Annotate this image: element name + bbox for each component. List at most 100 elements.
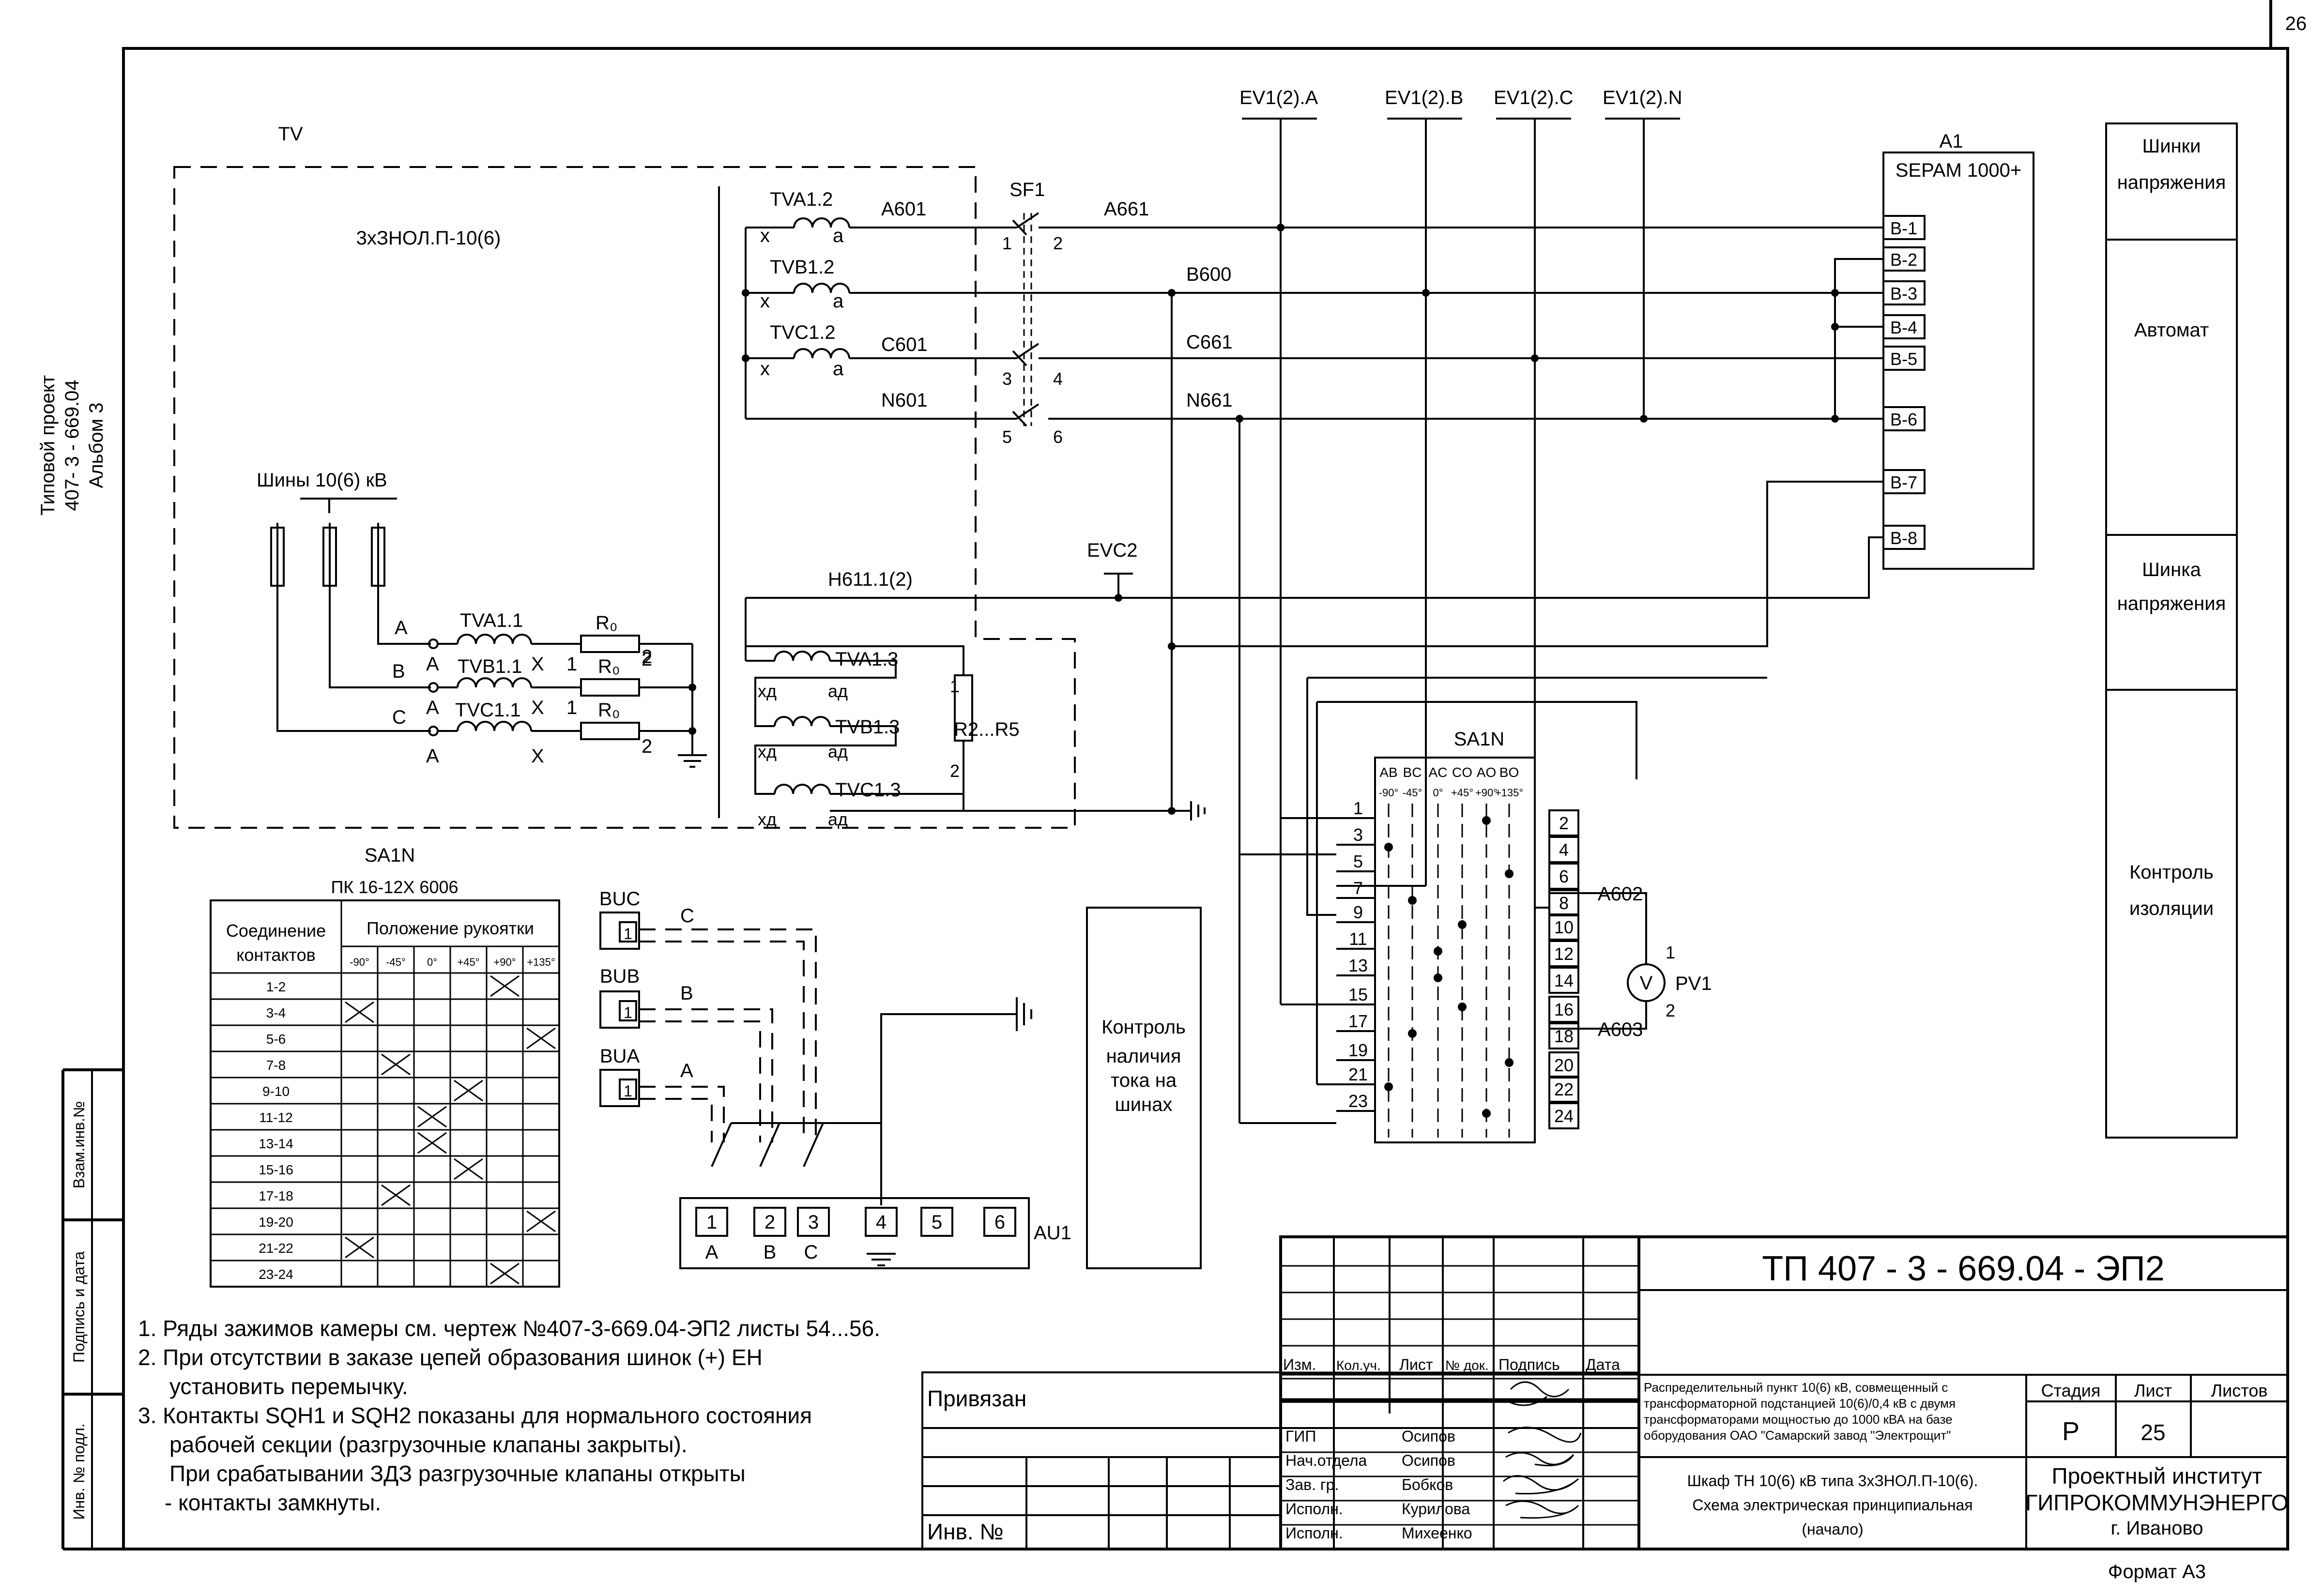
col-data: Дата (1586, 1356, 1620, 1373)
sa1n-angle-label: -90° (1379, 787, 1399, 799)
panel-cell1-l1: Шинки (2142, 136, 2201, 157)
sa1n-right-terminal (1548, 836, 1579, 863)
sa1n-right-pin: 20 (1554, 1055, 1574, 1075)
table-closed-mark (381, 1053, 411, 1076)
open-delta-windings: TVA1.3 TVB1.3 TVC1.3 xд aд xд aд xд aд R… (745, 598, 1206, 829)
stage-label: Стадия (2041, 1381, 2101, 1400)
sepam-terminal-label: B-8 (1890, 528, 1917, 548)
ev-n-label: EV1(2).N (1603, 87, 1682, 108)
format-label: Формат А3 (2108, 1561, 2206, 1582)
sa1n-right-pin: 10 (1554, 917, 1574, 937)
box-line2: наличия (1106, 1046, 1181, 1067)
table-angle: +135° (527, 956, 555, 968)
pv1-label: PV1 (1675, 973, 1712, 994)
sa1n-contact-dots (1384, 816, 1514, 1118)
bua-label: BUA (600, 1046, 640, 1067)
sa1n-angle-label: +45° (1451, 787, 1473, 799)
winding-b-label: TVB1.1 (458, 656, 522, 677)
sf1-breaker: SF1 1 2 3 4 5 6 (1002, 179, 1063, 447)
sa1n-contact-dot (1458, 920, 1467, 929)
row2-pin2: 2 (642, 646, 652, 668)
table-row-contacts: 19-20 (259, 1215, 293, 1230)
sepam-terminal-label: B-1 (1890, 218, 1917, 238)
sepam-terminals: B-1B-2B-3B-4B-5B-6B-7B-8 (1882, 215, 1926, 550)
desc-line2: трансформаторной подстанцией 10(6)/0,4 к… (1644, 1396, 1956, 1411)
evc2-label: EVC2 (1087, 540, 1138, 561)
sheet-number: 26 (2285, 13, 2307, 34)
r0-a-pin2: 2 (642, 649, 652, 670)
wire-a601: A601 (881, 198, 926, 220)
desc-line4: оборудования ОАО "Самарский завод "Элект… (1644, 1428, 1951, 1443)
project-line3: Альбом 3 (86, 403, 107, 488)
table-row-contacts: 17-18 (259, 1188, 293, 1203)
table-row-contacts: 9-10 (262, 1084, 290, 1099)
sheet-title-1: Шкаф ТН 10(6) кВ типа 3хЗНОЛ.П-10(6). (1687, 1472, 1978, 1490)
sf-pin-5: 5 (1002, 427, 1012, 447)
right-panel: Шинки напряжения Автомат Шинка напряжени… (2105, 122, 2238, 1139)
sa1n-contact-dot (1434, 947, 1442, 956)
stage-value: Р (2062, 1417, 2079, 1446)
row3-pin2: 2 (642, 736, 652, 757)
sepam-terminal-label: B-4 (1890, 318, 1917, 337)
row2-term-a: A (426, 654, 439, 675)
busbar-group: Шины 10(6) кВ A B C (257, 470, 431, 732)
table-angle: +90° (493, 956, 516, 968)
table-closed-mark (454, 1158, 483, 1180)
project-line1: Типовой проект (37, 375, 59, 516)
table-closed-mark (417, 1132, 447, 1154)
sa1n-angle-label: -45° (1403, 787, 1422, 799)
au-wire-a: A (680, 1060, 693, 1081)
au-wire-b: B (680, 983, 693, 1004)
au1-terminal (695, 1207, 728, 1237)
sa1n-contact-dot (1505, 869, 1514, 878)
panel-cell1-l2: напряжения (2117, 172, 2226, 193)
org-line3: г. Иваново (2110, 1518, 2203, 1539)
sa1n-right-terminal (1548, 1102, 1579, 1129)
table-closed-mark (490, 975, 520, 997)
sheet-title-2: Схема электрическая принципиальная (1692, 1496, 1972, 1514)
buc-label: BUC (599, 888, 640, 910)
open-c-label: TVC1.3 (835, 779, 901, 801)
table-head-col1-l1: Соединение (226, 921, 326, 941)
row3-term-x-under: X (531, 745, 544, 767)
side-project-label: Типовой проект 407- 3 - 669.04 Альбом 3 … (37, 375, 107, 1520)
ev-buses: EV1(2).A EV1(2).B EV1(2).C EV1(2).N (1168, 87, 1682, 908)
sa1n-left-pin: 21 (1348, 1064, 1368, 1084)
sa1n-position-label: CO (1452, 765, 1472, 780)
table-row-contacts: 23-24 (259, 1267, 293, 1282)
sa1n-contact-dot (1505, 1058, 1514, 1067)
sa1n-right-terminal (1548, 967, 1579, 994)
wire-n661: N661 (1186, 390, 1233, 411)
wire-n601: N601 (881, 390, 928, 411)
col-ndok: № док. (1445, 1358, 1489, 1373)
sa1n-left-pin: 13 (1348, 956, 1368, 975)
signatures (1503, 1381, 1582, 1519)
sa1n-position-label: AB (1379, 765, 1397, 780)
sa1n-position-label: BO (1499, 765, 1519, 780)
sa1n-right-terminal (1548, 1022, 1579, 1049)
au1-terminal-label: 2 (764, 1212, 775, 1233)
sa1n-contact-dot (1458, 1003, 1467, 1011)
list-label: Лист (2134, 1381, 2172, 1400)
sec-a-label: TVA1.2 (770, 189, 833, 210)
sa1n-contact-dot (1384, 1082, 1393, 1091)
sepam-name: SEPAM 1000+ (1896, 160, 2022, 181)
sec-c-a: a (833, 358, 844, 380)
resistor-pin1: 1 (950, 676, 960, 696)
col-izm: Изм. (1283, 1356, 1316, 1373)
box-line4: шинах (1115, 1094, 1173, 1115)
sa1n-right-pin: 24 (1554, 1106, 1574, 1126)
bub-pin: 1 (624, 1004, 632, 1021)
wire-h611: Н611.1(2) (828, 569, 913, 590)
staff-role: Исполн. (1285, 1500, 1343, 1518)
table-closed-mark (454, 1079, 483, 1102)
staff-name: Осипов (1402, 1452, 1455, 1469)
open-b-x: xд (758, 742, 777, 761)
desc-line1: Распределительный пункт 10(6) кВ, совмещ… (1644, 1380, 1948, 1395)
row3-term-x: X (531, 697, 544, 718)
sa1n-left-pin: 23 (1348, 1091, 1368, 1111)
panel-cell4-l1: Контроль (2129, 862, 2214, 883)
sa1n-position-label: AC (1429, 765, 1448, 780)
